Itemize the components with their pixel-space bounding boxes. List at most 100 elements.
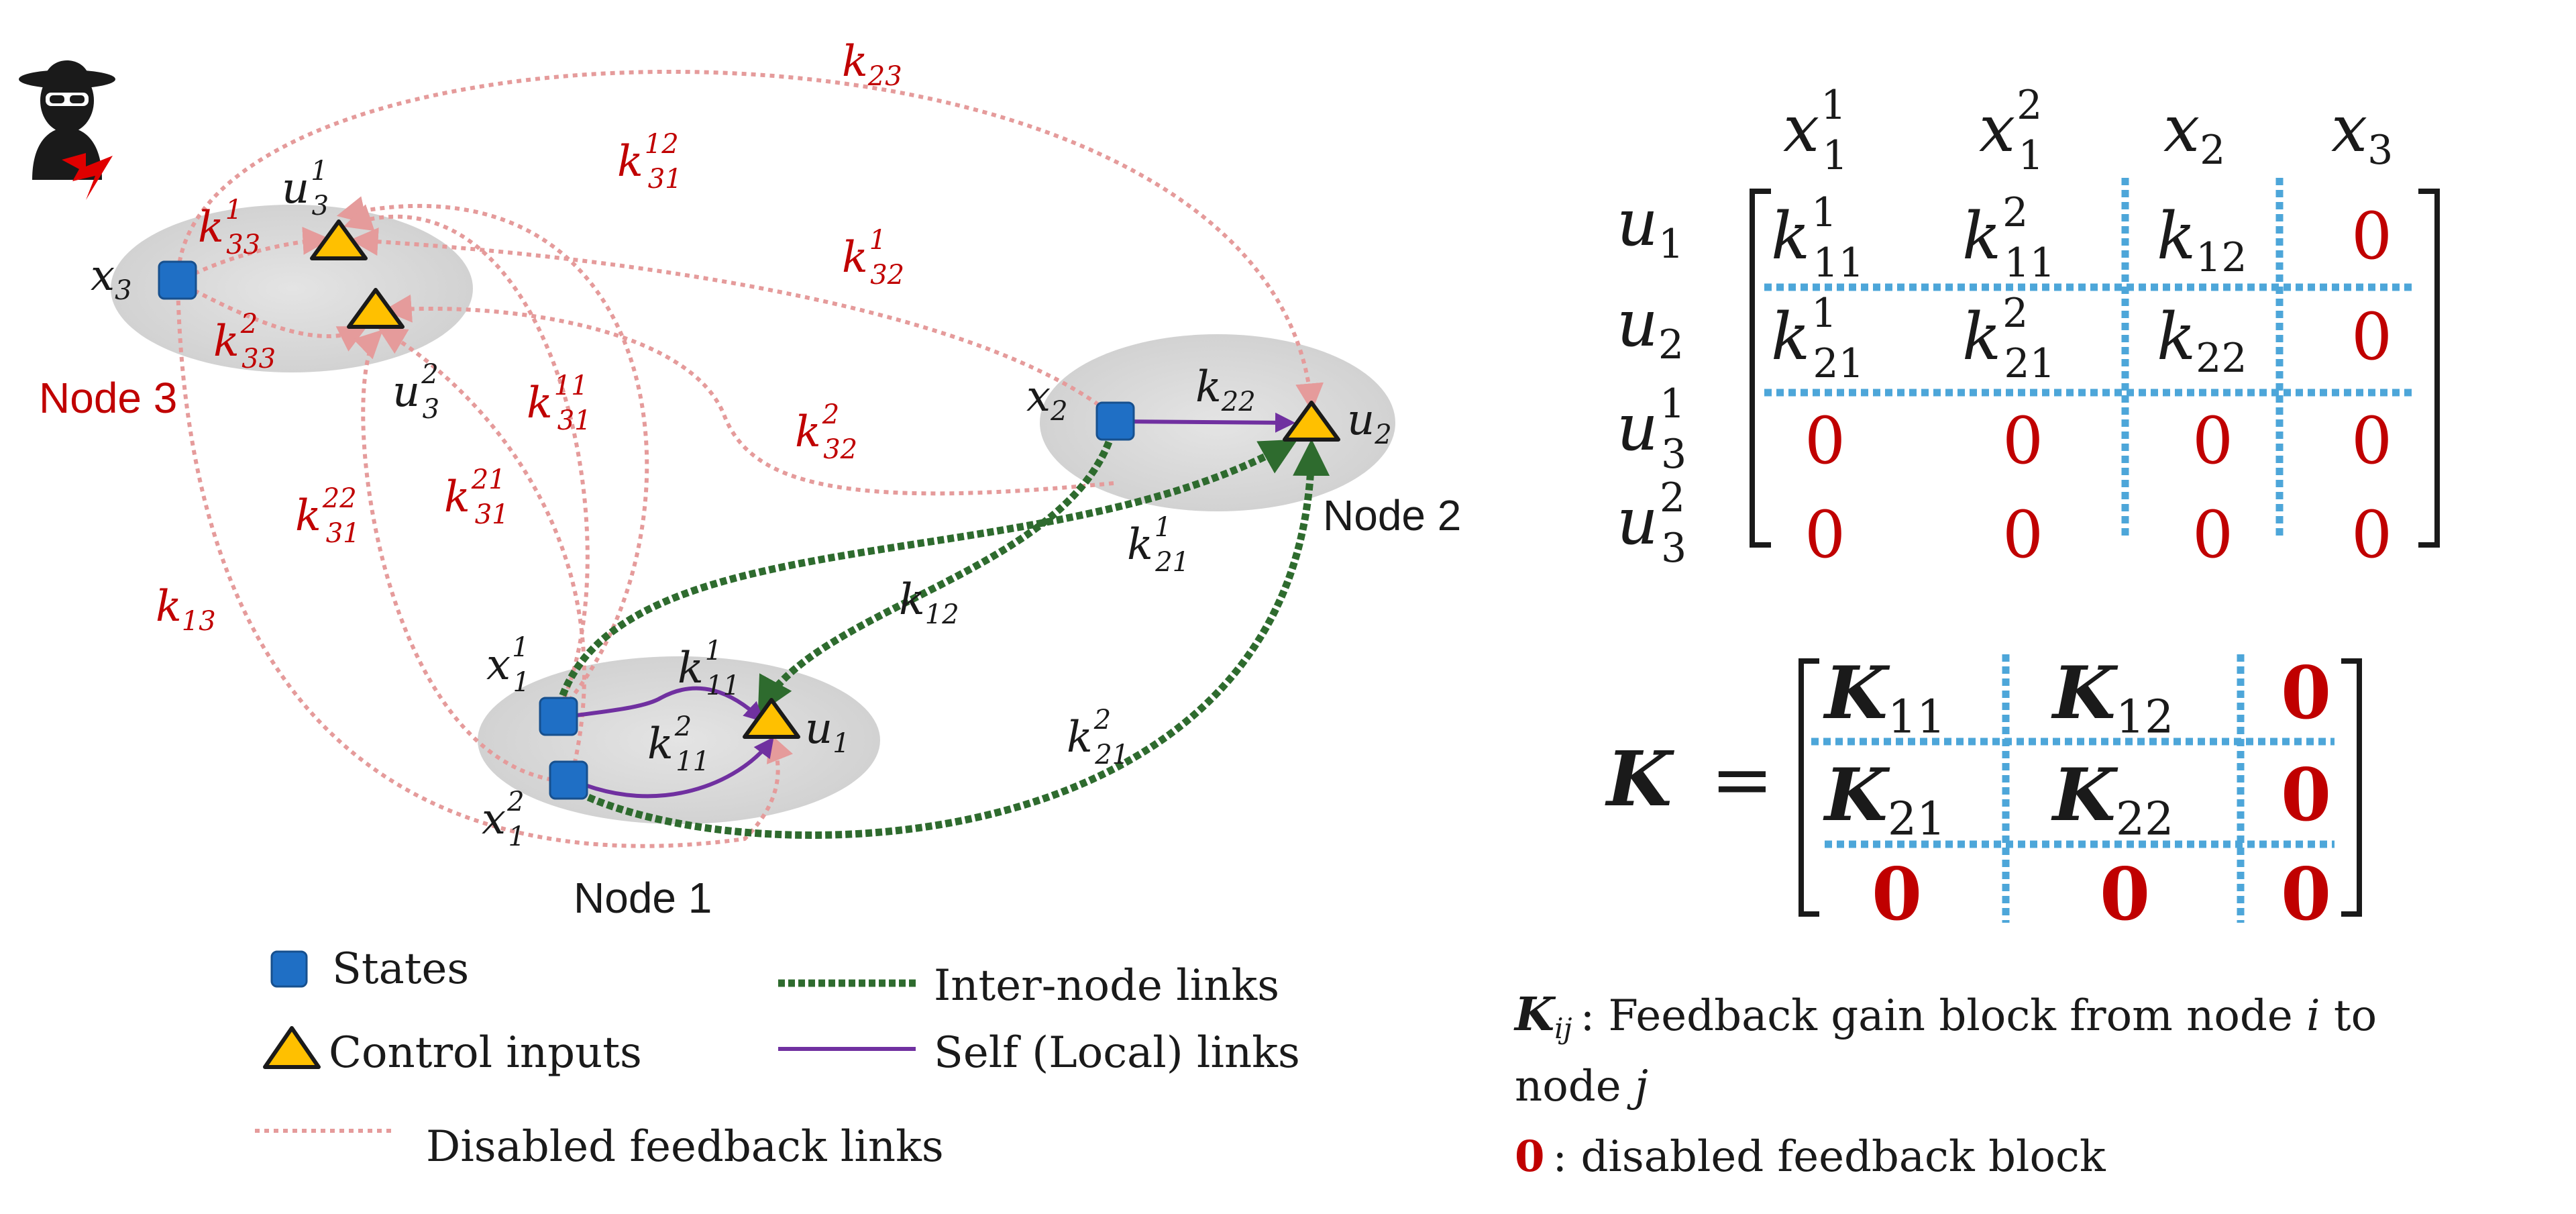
- legend-state-icon: [270, 950, 308, 988]
- node1-label: Node 1: [574, 874, 712, 922]
- matrix2-cell: 0: [1872, 852, 1922, 937]
- matrix2-cell: K21: [1823, 753, 1945, 846]
- self-links: [566, 412, 1295, 799]
- state-x3-square: [158, 260, 197, 300]
- input-u3-1-triangle: [310, 219, 368, 260]
- matrix2-cell: 0: [2281, 852, 2331, 937]
- caption-line1: Kij: Feedback gain block from node i to: [1513, 988, 2377, 1045]
- legend: States Control inputs Disabled feedback …: [255, 944, 1300, 1172]
- matrix1-cell: 0: [1805, 403, 1845, 478]
- var-u1: u1: [805, 704, 850, 759]
- input-u1-triangle: [743, 698, 800, 739]
- link-k21-2: [568, 439, 1330, 839]
- matrix2-equals: =: [1711, 736, 1774, 823]
- matrix1-dividers: [1764, 178, 2415, 540]
- node2-label: Node 2: [1323, 491, 1461, 540]
- matrix1-cell: 0: [2002, 403, 2043, 478]
- label-k23: k23: [842, 37, 902, 92]
- link-k11-1: [566, 686, 765, 723]
- caption-line2: node j: [1515, 1062, 1648, 1111]
- matrix2-cell: 0: [2281, 753, 2331, 838]
- legend-disabled: Disabled feedback links: [426, 1122, 944, 1172]
- legend-input-icon: [263, 1026, 321, 1069]
- var-x3: x3: [91, 251, 132, 306]
- state-x1-2-square: [549, 760, 588, 800]
- matrix1-row-header: u2: [1617, 286, 1684, 368]
- input-u2-triangle: [1283, 401, 1340, 442]
- matrix2-cell: K11: [1823, 651, 1945, 744]
- states: [158, 260, 1135, 800]
- matrix1-col-header: x3: [2331, 91, 2393, 174]
- matrix1-cell: k12: [2157, 199, 2247, 281]
- link-k11-2: [576, 737, 774, 799]
- matrix2-cell: K12: [2051, 651, 2174, 744]
- matrix2-cell: 0: [2281, 651, 2331, 736]
- caption: Kij: Feedback gain block from node i to …: [1513, 988, 2377, 1182]
- state-x1-1-square: [539, 697, 578, 736]
- link-k32-1: [350, 227, 1115, 418]
- input-u3-2-triangle: [347, 288, 405, 329]
- link-k12: [757, 421, 1119, 715]
- link-k21-1: [553, 439, 1298, 716]
- matrix1-cell: 0: [1805, 497, 1845, 572]
- lightning-icon: [62, 153, 113, 200]
- matrix1-cell: 0: [2192, 497, 2233, 572]
- label-k22: k22: [1195, 362, 1256, 417]
- label-k12: k12: [899, 575, 959, 630]
- legend-control-inputs: Control inputs: [329, 1028, 642, 1078]
- link-k13: [176, 281, 793, 848]
- legend-self-links: Self (Local) links: [934, 1028, 1300, 1078]
- matrix1-left-bracket: [1750, 189, 1771, 548]
- matrix1-cell: 0: [2192, 403, 2233, 478]
- matrix1-cell: k22: [2157, 299, 2247, 382]
- matrix1-cell: 0: [2351, 497, 2392, 572]
- matrix2-cell: K22: [2051, 753, 2174, 846]
- link-k32-2: [383, 294, 1114, 496]
- link-k33-1: [176, 226, 331, 284]
- link-k22: [1120, 412, 1295, 433]
- matrix2-lhs: K: [1605, 736, 1675, 823]
- matrix1-row-header: u1: [1617, 185, 1684, 268]
- control-inputs: [310, 219, 1340, 739]
- matrix1-col-header: x2: [2163, 91, 2225, 174]
- disabled-links: [176, 70, 1324, 848]
- matrix2-dividers: [1811, 654, 2334, 923]
- inter-node-links: [553, 421, 1330, 839]
- link-k31-22: [353, 330, 571, 784]
- matrix2-left-bracket: [1799, 658, 1819, 917]
- state-x2-square: [1095, 401, 1135, 441]
- matrix1-cell: 0: [2351, 403, 2392, 478]
- attacker-icon: [19, 60, 115, 200]
- matrix1-right-bracket: [2418, 189, 2440, 548]
- label-k13: k13: [156, 582, 216, 637]
- legend-states: States: [332, 944, 469, 994]
- matrix1-cell: 0: [2351, 199, 2392, 274]
- node3-label: Node 3: [39, 374, 177, 422]
- matrix1-cell: 0: [2002, 497, 2043, 572]
- matrix1-cell: 0: [2351, 299, 2392, 374]
